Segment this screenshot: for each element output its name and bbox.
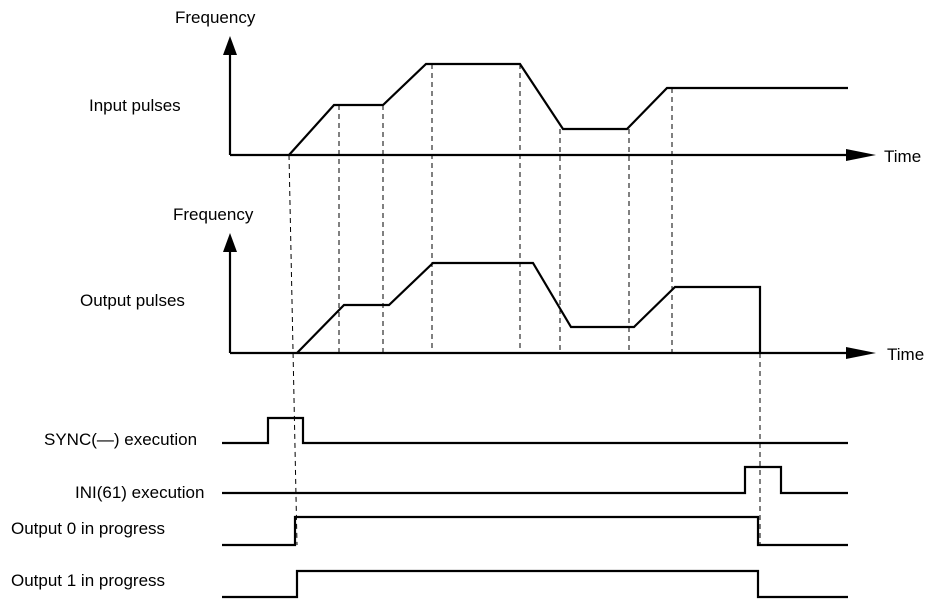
timing-row-output-1: Output 1 in progress [11, 569, 848, 599]
ini-execution-label: INI(61) execution [75, 483, 204, 502]
output-1-label: Output 1 in progress [11, 571, 165, 590]
output-pulses-plot: Frequency Time Output pulses [80, 205, 924, 364]
timing-row-sync: SYNC(—) execution [44, 416, 848, 449]
guide-line [288, 154, 298, 546]
input-pulses-label: Input pulses [89, 96, 181, 115]
output-0-label: Output 0 in progress [11, 519, 165, 538]
top-y-axis-label: Frequency [175, 8, 256, 27]
timing-row-output-0: Output 0 in progress [11, 515, 848, 547]
top-y-axis-arrowhead-icon [223, 36, 237, 55]
sync-execution-signal [222, 416, 848, 445]
top-x-axis-arrowhead-icon [846, 149, 876, 161]
ini-execution-signal [222, 465, 848, 495]
output-pulses-curve [296, 261, 762, 354]
output-0-signal [222, 515, 848, 547]
bottom-y-axis-arrowhead-icon [223, 233, 237, 252]
output-pulses-label: Output pulses [80, 291, 185, 310]
bottom-y-axis-label: Frequency [173, 205, 254, 224]
input-pulses-plot: Frequency Time Input pulses [89, 8, 921, 166]
sync-execution-label: SYNC(—) execution [44, 430, 197, 449]
input-pulses-curve [288, 62, 848, 156]
bottom-x-axis-label: Time [887, 345, 924, 364]
top-x-axis-label: Time [884, 147, 921, 166]
guide-lines [288, 64, 761, 546]
timing-row-ini: INI(61) execution [75, 465, 848, 502]
output-1-signal [222, 569, 848, 599]
bottom-x-axis-arrowhead-icon [846, 347, 876, 359]
